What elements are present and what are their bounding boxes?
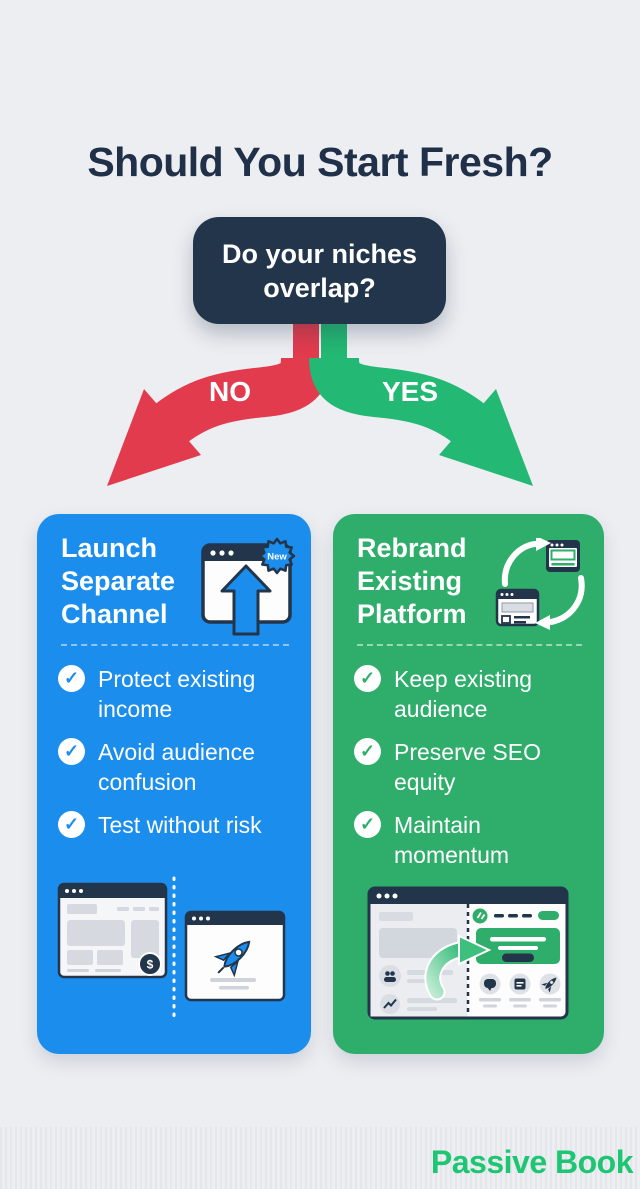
brand-logo-dot-icon	[472, 908, 488, 924]
new-channel-upload-icon: New	[201, 537, 296, 636]
list-item-label: Protect existing income	[98, 666, 256, 722]
list-item-label: Avoid audience confusion	[98, 739, 255, 795]
no-branch-label: NO	[209, 376, 251, 407]
card-divider	[61, 644, 289, 646]
check-circle-icon: ✓	[58, 738, 85, 765]
calendar-icon	[514, 978, 526, 990]
check-circle-icon: ✓	[354, 738, 381, 765]
list-item-label: Keep existing audience	[394, 666, 533, 722]
transform-arrow-icon	[424, 934, 492, 1001]
check-circle-icon: ✓	[354, 665, 381, 692]
card-title: Rebrand Existing Platform	[357, 533, 467, 629]
check-circle-icon: ✓	[58, 811, 85, 838]
new-badge-label: New	[267, 552, 287, 563]
new-brand-window-icon	[546, 540, 580, 572]
decision-question-text: Do your niches overlap?	[221, 238, 418, 303]
cycle-arrow-up-icon	[501, 541, 538, 587]
benefit-list: ✓ Keep existing audience ✓ Preserve SEO …	[354, 664, 580, 883]
rocket-icon	[541, 977, 557, 993]
brand-logo: Passive Book	[430, 1144, 634, 1180]
existing-site-window-icon: $	[57, 882, 168, 979]
list-item-label: Preserve SEO equity	[394, 739, 541, 795]
card-title: Launch Separate Channel	[61, 533, 176, 629]
growth-chart-icon	[383, 998, 397, 1009]
footer-texture	[0, 1127, 640, 1189]
up-arrow-icon	[220, 564, 272, 636]
cta-button	[502, 953, 534, 962]
money-symbol: $	[147, 958, 154, 972]
branch-arrows	[107, 314, 533, 486]
decision-question-box: Do your niches overlap?	[193, 217, 446, 324]
money-badge-icon: $	[138, 952, 162, 976]
benefit-list: ✓ Protect existing income ✓ Avoid audien…	[58, 664, 294, 853]
list-item: ✓ Keep existing audience	[354, 664, 580, 724]
cycle-arrow-down-icon	[548, 575, 585, 625]
rebrand-before-after-illustration	[367, 886, 569, 1020]
check-circle-icon: ✓	[58, 665, 85, 692]
chat-icon	[484, 979, 496, 988]
list-item: ✓ Test without risk	[58, 810, 294, 840]
list-item: ✓ Avoid audience confusion	[58, 737, 294, 797]
check-circle-icon: ✓	[354, 811, 381, 838]
list-item-label: Maintain momentum	[394, 812, 510, 868]
rocket-icon	[213, 940, 251, 978]
card-launch-separate-channel: Launch Separate Channel New ✓ Protect ex…	[37, 514, 311, 1054]
list-item-label: Test without risk	[98, 812, 262, 838]
new-site-window-icon	[184, 910, 286, 1002]
old-site-window-icon	[495, 588, 540, 627]
rebrand-cycle-icon	[495, 538, 585, 630]
new-design-half	[472, 908, 561, 1008]
card-divider	[357, 644, 582, 646]
card-rebrand-existing-platform: Rebrand Existing Platform	[333, 514, 604, 1054]
list-item: ✓ Maintain momentum	[354, 810, 580, 870]
yes-branch-label: YES	[381, 376, 439, 407]
page-title: Should You Start Fresh?	[87, 139, 553, 186]
two-separate-sites-illustration: $	[57, 876, 286, 1022]
list-item: ✓ Preserve SEO equity	[354, 737, 580, 797]
list-item: ✓ Protect existing income	[58, 664, 294, 724]
new-badge-icon: New	[258, 537, 296, 575]
